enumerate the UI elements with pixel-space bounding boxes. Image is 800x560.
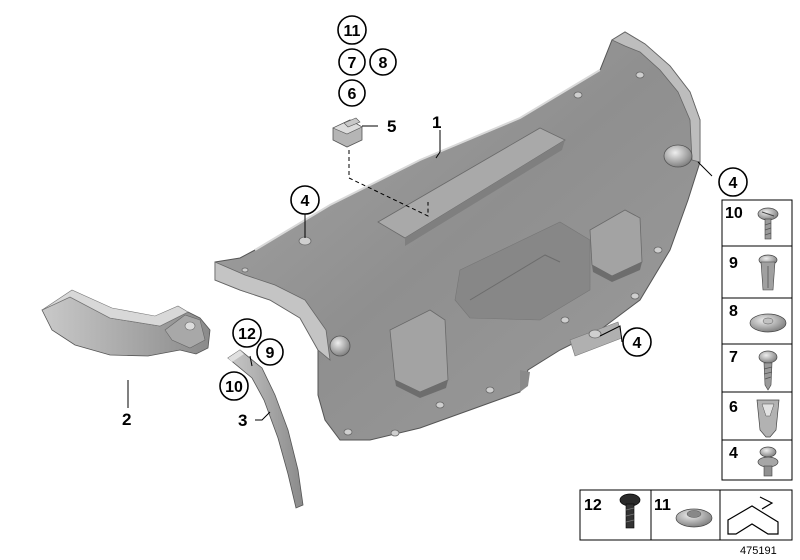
legend-label-9: 9: [729, 255, 738, 272]
catalog-symbol-icon: [727, 496, 779, 535]
screw-icon-12: [619, 493, 641, 529]
bolt-icon-4: [757, 446, 779, 477]
callout-4-left: 4: [301, 193, 310, 210]
label-part-3: 3: [238, 411, 247, 430]
callout-10-strip: 10: [225, 379, 243, 396]
label-part-2: 2: [122, 410, 131, 429]
assembly-guide-line: [348, 150, 429, 217]
callout-11-top: 11: [344, 23, 361, 40]
clip-part-5: [332, 117, 363, 148]
curved-trim-part-2: [41, 289, 211, 357]
callout-6-top: 6: [348, 86, 357, 103]
grommet-icon-11: [675, 508, 713, 528]
callout-4-right: 4: [729, 175, 738, 192]
strip-part-3: [227, 349, 304, 509]
callout-8-top: 8: [379, 55, 388, 72]
fastener-legend: [721, 199, 793, 481]
callout-12-strip: 12: [238, 326, 256, 343]
legend-label-4: 4: [729, 445, 738, 462]
rivet-icon-9: [758, 254, 778, 291]
callout-circles: [219, 15, 748, 401]
legend-label-8: 8: [729, 303, 738, 320]
leader-lines: [127, 125, 713, 421]
screw-icon-7: [758, 350, 778, 391]
trunk-lid-trim-panel: [214, 31, 701, 441]
callout-4-bottom: 4: [633, 335, 642, 352]
legend-label-12: 12: [584, 497, 602, 514]
nut-clip-icon-6: [756, 399, 780, 438]
legend-label-7: 7: [729, 349, 738, 366]
legend-label-6: 6: [729, 399, 738, 416]
diagram-reference-number: 475191: [740, 545, 777, 557]
legend-label-11: 11: [654, 497, 671, 514]
label-part-1: 1: [432, 113, 441, 132]
callout-9-strip: 9: [266, 345, 275, 362]
cap-icon-8: [749, 313, 787, 333]
label-part-5: 5: [387, 117, 396, 136]
screw-icon-10: [757, 207, 779, 240]
callout-7-top: 7: [348, 55, 357, 72]
legend-label-10: 10: [725, 205, 743, 222]
